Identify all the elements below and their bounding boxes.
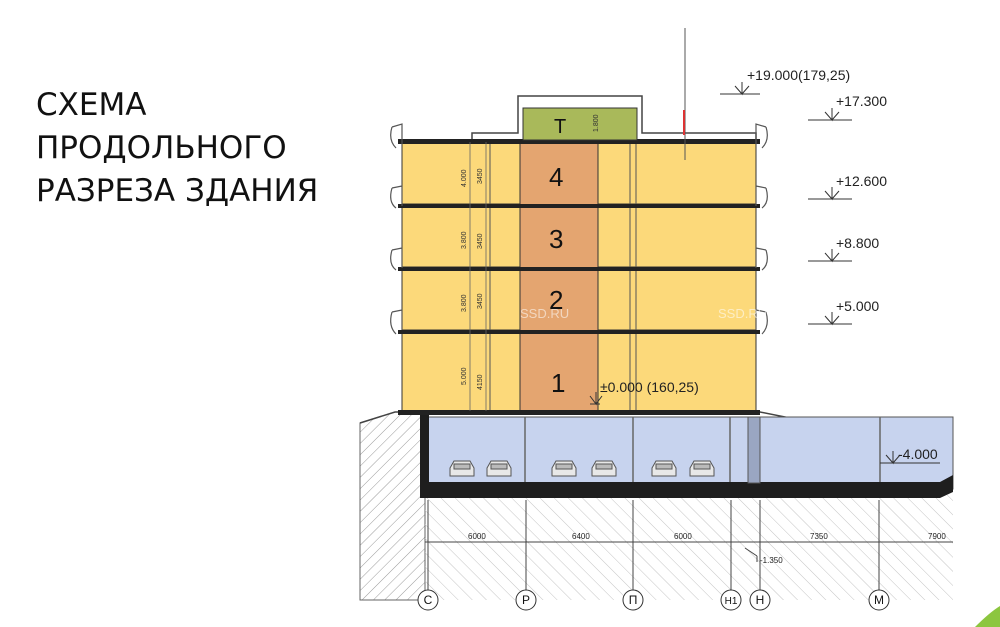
- floor-1-height: 5.000: [461, 367, 468, 385]
- basement-wall-mid: [747, 416, 761, 484]
- axis-markers: [417, 589, 890, 611]
- axis-bubble: [749, 589, 771, 611]
- technical-floor-label: Т: [554, 116, 566, 138]
- basement-slab: [427, 475, 953, 498]
- axis-2: Р: [522, 593, 530, 607]
- span-1: 6000: [468, 532, 486, 541]
- floor-4-height: 4.000: [461, 169, 468, 187]
- level-ground: -1.350: [760, 556, 783, 565]
- watermark-2: SSD.RU: [718, 306, 767, 321]
- axis-3: П: [629, 593, 638, 607]
- floor-slabs: [398, 139, 760, 415]
- ground-left: [359, 411, 426, 601]
- level-top: +19.000(179,25): [747, 67, 850, 83]
- corner-accent: [975, 606, 1000, 627]
- floor-3-clear: 3450: [477, 233, 484, 249]
- car-icons: [449, 460, 715, 477]
- car-icon: [486, 460, 512, 477]
- car-icon: [449, 460, 475, 477]
- axis-bubble: [417, 589, 439, 611]
- floor-1-number: 1: [551, 368, 565, 398]
- level-5: +5.000: [836, 298, 879, 314]
- span-5: 7900: [928, 532, 946, 541]
- level-basement: -4.000: [898, 446, 938, 462]
- axis-1: С: [424, 593, 433, 607]
- title-line-3: РАЗРЕЗА ЗДАНИЯ: [36, 173, 319, 209]
- floor-1-clear: 4150: [477, 374, 484, 390]
- title-line-1: СХЕМА: [36, 87, 147, 123]
- ground-below: [425, 495, 953, 600]
- floor-3-height: 3.800: [461, 231, 468, 249]
- span-3: 6000: [674, 532, 692, 541]
- axis-4: Н1: [725, 596, 738, 607]
- technical-floor: [522, 107, 638, 141]
- basement: [426, 416, 954, 490]
- car-icon: [689, 460, 715, 477]
- technical-floor-height: 1.800: [593, 114, 600, 132]
- floor-2-height: 3.800: [461, 294, 468, 312]
- axis-bubble: [720, 589, 742, 611]
- level-markers: [589, 82, 940, 465]
- balcony-brackets: [390, 123, 768, 335]
- basement-wall-left: [420, 414, 429, 498]
- floor-4-clear: 3450: [477, 168, 484, 184]
- watermark-1: SSD.RU: [520, 306, 569, 321]
- car-icon: [551, 460, 577, 477]
- level-12: +12.600: [836, 173, 887, 189]
- car-icon: [591, 460, 617, 477]
- roof-parapet: [471, 95, 757, 139]
- span-4: 7350: [810, 532, 828, 541]
- level-8: +8.800: [836, 235, 879, 251]
- floor-3-number: 3: [549, 224, 563, 254]
- axis-6: М: [874, 593, 884, 607]
- axis-5: Н: [756, 593, 765, 607]
- span-2: 6400: [572, 532, 590, 541]
- floor-2-number: 2: [549, 285, 563, 315]
- stair-core: [519, 141, 599, 412]
- axis-bubble: [868, 589, 890, 611]
- title-line-2: ПРОДОЛЬНОГО: [36, 130, 287, 166]
- floor-2-clear: 3450: [477, 293, 484, 309]
- level-17: +17.300: [836, 93, 887, 109]
- level-zero: ±0.000 (160,25): [600, 379, 699, 395]
- car-icon: [651, 460, 677, 477]
- floor-4-number: 4: [549, 162, 563, 192]
- axis-bubble: [622, 589, 644, 611]
- axis-bubble: [515, 589, 537, 611]
- slide-title: СХЕМА ПРОДОЛЬНОГО РАЗРЕЗА ЗДАНИЯ: [36, 84, 318, 213]
